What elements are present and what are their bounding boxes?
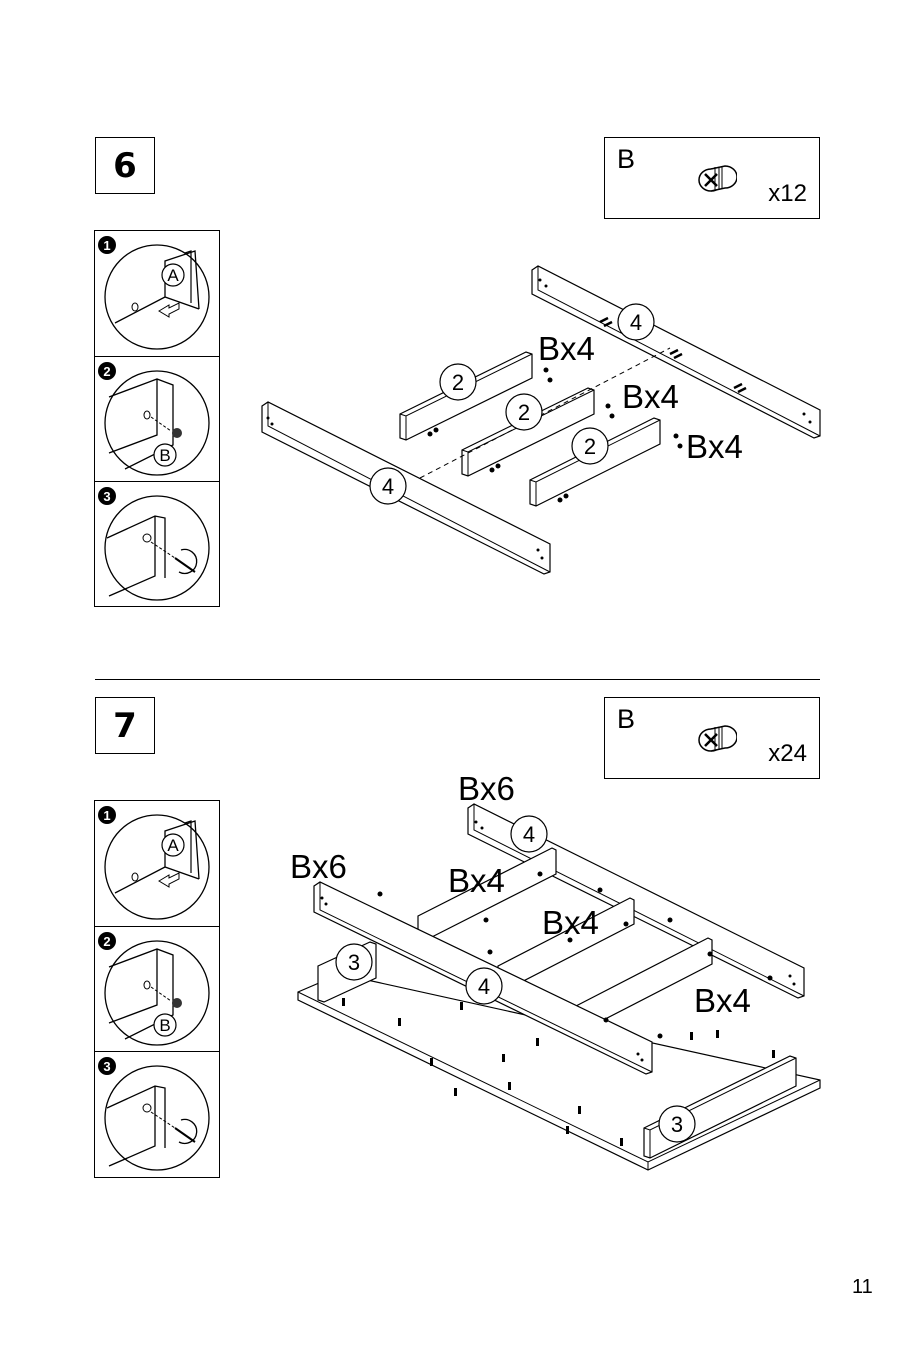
detail-part-letter: A bbox=[167, 836, 179, 855]
detail-part-letter: B bbox=[159, 446, 170, 465]
detail-badge: 1 bbox=[103, 238, 110, 253]
callout-rail-front: 4 bbox=[478, 974, 490, 999]
detail-badge: 2 bbox=[103, 934, 110, 949]
callout-end-left: 3 bbox=[348, 950, 360, 975]
detail-badge: 1 bbox=[103, 808, 110, 823]
part-letter: B bbox=[617, 704, 635, 735]
callout-slat-3: 2 bbox=[584, 434, 596, 459]
part-letter: B bbox=[617, 144, 635, 175]
qty-label-slat-3: Bx4 bbox=[694, 982, 751, 1019]
detail-part-letter: A bbox=[167, 266, 179, 285]
step-6-detail-2: 2 B bbox=[94, 356, 220, 482]
callout-slat-2: 2 bbox=[518, 400, 530, 425]
step-6-number: 6 bbox=[95, 137, 155, 194]
qty-label-slat-1: Bx4 bbox=[448, 862, 505, 899]
step-7-detail-3: 3 bbox=[94, 1051, 220, 1178]
step-6-detail-1: 1 A bbox=[94, 230, 220, 357]
qty-label-2: Bx4 bbox=[622, 378, 679, 415]
qty-label-slat-2: Bx4 bbox=[542, 904, 599, 941]
part-quantity: x24 bbox=[768, 740, 807, 768]
callout-end-right: 3 bbox=[671, 1112, 683, 1137]
qty-label-1: Bx4 bbox=[538, 330, 595, 367]
step-7-illustration: 4 4 3 3 Bx6 Bx6 Bx4 Bx4 Bx4 bbox=[280, 770, 840, 1180]
part-quantity: x12 bbox=[768, 180, 807, 208]
qty-label-back: Bx6 bbox=[458, 770, 515, 807]
detail-badge: 3 bbox=[103, 1059, 110, 1074]
step-7-detail-1: 1 A bbox=[94, 800, 220, 927]
step-7-parts-box: B x24 bbox=[604, 697, 820, 779]
callout-rail-front: 4 bbox=[382, 474, 394, 499]
step-6-illustration: 4 4 2 2 2 Bx4 Bx4 Bx4 bbox=[240, 250, 840, 590]
cam-lock-icon bbox=[691, 158, 737, 198]
step-6-detail-3: 3 bbox=[94, 481, 220, 607]
detail-part-letter: B bbox=[159, 1016, 170, 1035]
qty-label-front: Bx6 bbox=[290, 848, 347, 885]
callout-rail-back: 4 bbox=[630, 310, 642, 335]
cam-lock-icon bbox=[691, 718, 737, 758]
qty-label-3: Bx4 bbox=[686, 428, 743, 465]
step-7-number: 7 bbox=[95, 697, 155, 754]
step-7-detail-2: 2 B bbox=[94, 926, 220, 1052]
step-6-parts-box: B x12 bbox=[604, 137, 820, 219]
callout-rail-back: 4 bbox=[523, 822, 535, 847]
detail-badge: 3 bbox=[103, 489, 110, 504]
page-number: 11 bbox=[852, 1276, 873, 1299]
callout-slat-1: 2 bbox=[452, 370, 464, 395]
detail-badge: 2 bbox=[103, 364, 110, 379]
section-divider bbox=[95, 679, 820, 680]
